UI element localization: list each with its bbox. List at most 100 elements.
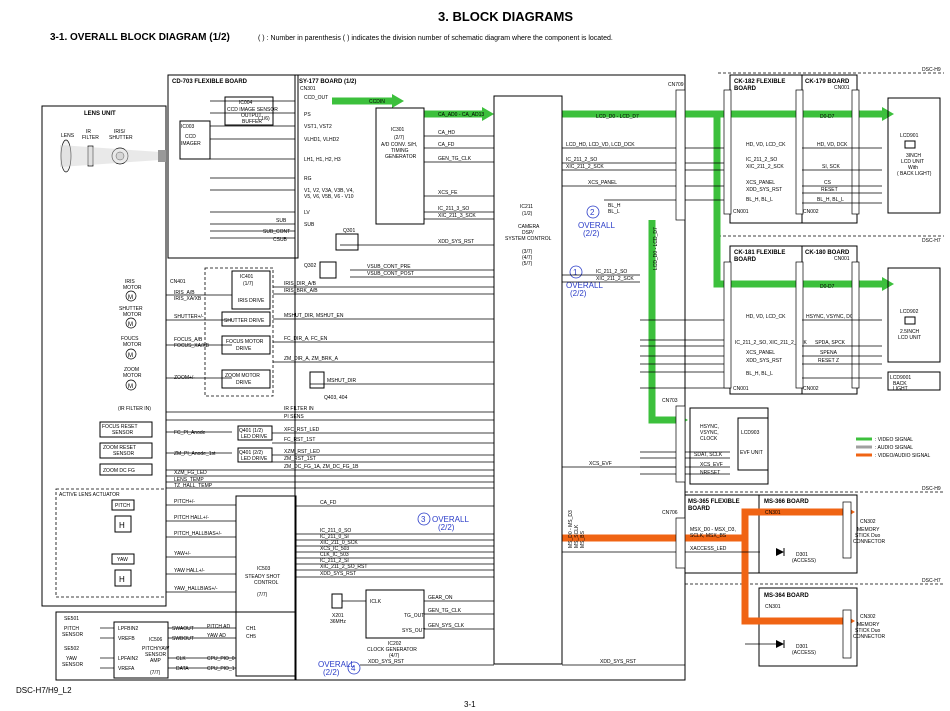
- cd703-wires: [210, 100, 295, 239]
- ic004-desc-2: OUTPUT: [241, 113, 262, 119]
- ic506-pin-4: DATA: [176, 666, 189, 672]
- ic211-desc-1: (1/2): [522, 211, 533, 217]
- lbl-bl-h: BL_H: [608, 203, 621, 209]
- q301-box: [335, 233, 359, 251]
- x201-desc: 36MHz: [330, 619, 346, 625]
- q302-box: [319, 261, 337, 279]
- ic004-desc-3: BUFFER: [242, 119, 262, 125]
- ck180-spena: SPENA: [820, 350, 838, 356]
- gyro-section: [55, 611, 297, 681]
- lbl-zm-dc-fg: ZM_DC_FG_1A, ZM_DC_FG_1B: [284, 464, 359, 470]
- ck181-label-1: CK-181 FLEXIBLE: [734, 250, 785, 256]
- ic506-pin-2: SWBOUT: [172, 636, 194, 642]
- page-number: 3-1: [464, 700, 476, 709]
- iris-shutter-label-2: SHUTTER: [109, 135, 133, 141]
- q302-label: Q302: [304, 263, 316, 269]
- ic211-desc-5: SYSTEM CONTROL: [505, 236, 552, 242]
- cd703-board: [167, 74, 299, 259]
- lcd901-desc-2: LCD UNIT: [901, 159, 924, 165]
- ic506-desc-2: SENSOR: [145, 652, 167, 658]
- lbl-mshut-dir: MSHUT_DIR: [327, 378, 357, 384]
- evf-xcs: XCS_EVF: [700, 462, 723, 468]
- lbl-bl-l: BL_L: [608, 209, 620, 215]
- svg-text:3: 3: [421, 515, 426, 524]
- ms365-msx-1: MSX_D0 - MSX_D3,: [690, 527, 736, 533]
- memory2-label-1: MEMORY: [857, 622, 880, 628]
- lbl-xzm-rst-led: XZM_RST_LED: [284, 449, 320, 455]
- lbl-xdd-sys-rst2: XDD_SYS_RST: [320, 571, 356, 577]
- back-light-label-2: LIGHT: [893, 386, 908, 392]
- lbl-sub-cont: SUB_CONT: [263, 229, 290, 235]
- lbl-gen-tg-clk: GEN_TG_CLK: [438, 156, 472, 162]
- ic301-label: IC301: [391, 127, 405, 133]
- ck179-cn002: CN002: [803, 209, 819, 215]
- lbl-gen-sys-clk: GEN_SYS_CLK: [428, 623, 465, 629]
- ic003-desc-2: IMAGER: [181, 141, 201, 147]
- focus-drive-label-2: DRIVE: [236, 346, 252, 352]
- ck181-connector-in: [723, 261, 732, 389]
- lbl-xic211-2-sck-b: XIC_211_2_SCK: [596, 276, 634, 282]
- ic503-label: IC503: [257, 566, 271, 572]
- lbl-ccd-out: CCD_OUT: [304, 95, 328, 101]
- overall-3-label: OVERALL: [432, 515, 469, 524]
- lcd9001-label: LCD9001: [890, 375, 911, 381]
- lbl-fc-rst: FC_RST_1ST: [284, 437, 315, 443]
- evf-hsync-2: VSYNC,: [700, 430, 719, 436]
- lbl-vv-1: V1, V2, V3A, V3B, V4,: [304, 188, 354, 194]
- iris-shutter-label-1: IRIS/: [114, 129, 126, 135]
- lbl-tg-out: TG_OUT: [404, 613, 424, 619]
- ck180-hsync: HSYNC, VSYNC, DCLK: [806, 314, 860, 320]
- focus-reset-label-1: FOCUS RESET: [102, 424, 138, 430]
- overall-ref-1: 1: [569, 265, 583, 279]
- lbl-ic211-3-so: IC_211_3_SO: [438, 206, 469, 212]
- ck182-connector-in: [723, 89, 732, 215]
- se502-label: SE502: [64, 646, 79, 652]
- pitch-hall-symbol: H: [119, 521, 125, 530]
- ic202-label: IC202: [388, 641, 402, 647]
- overall-4-sub: (2/2): [323, 668, 340, 677]
- lbl-pitch-hallbias: PITCH_HALLBIAS+/-: [174, 531, 222, 537]
- shutter-motor-symbol: M: [128, 322, 133, 328]
- lbl-clk-ic503: CLK_IC_503: [320, 552, 349, 558]
- ic004-box: [224, 96, 274, 126]
- cn706-label: CN706: [662, 510, 678, 516]
- ir-filter-label-2: FILTER: [82, 135, 99, 141]
- lbl-zm-dir: ZM_DIR_A, ZM_BRK_A: [284, 356, 339, 362]
- ic301-box: [375, 107, 425, 225]
- ic301-desc-1: (2/7): [394, 135, 405, 141]
- cn709-connector: [675, 89, 686, 221]
- ic004-label: IC004: [239, 100, 253, 106]
- ck180-d0d7: D0-D7: [820, 284, 835, 290]
- ic506-box: [113, 621, 169, 679]
- lbl-sys-out: SYS_OUT: [402, 628, 425, 634]
- dsc-h9-tag-a: DSC-H9: [922, 67, 941, 73]
- ms365-label-2: BOARD: [688, 506, 711, 512]
- zoom-motor-symbol: M: [128, 384, 133, 390]
- lbl-xcs-evf: XCS_EVF: [589, 461, 612, 467]
- lbl-xfc-rst-led: XFC_RST_LED: [284, 427, 320, 433]
- ck180-reset-z: RESET Z: [818, 358, 839, 364]
- ic211-ms-bus-3: MS_BS: [580, 530, 586, 548]
- ic003-desc-1: CCD: [185, 134, 196, 140]
- q401a-label: Q401 (1/2): [239, 428, 263, 434]
- cd703-board-label: CD-703 FLEXIBLE BOARD: [172, 79, 248, 85]
- zoom-dc-fg-label: ZOOM DC FG: [103, 468, 135, 474]
- ck181-cn001: CN001: [733, 386, 749, 392]
- ic503-box: [235, 495, 297, 677]
- evf-hsync-3: CLOCK: [700, 436, 718, 442]
- ms364-label: MS-364 BOARD: [764, 593, 809, 599]
- lcd902-desc-1: 2.5INCH: [900, 329, 920, 335]
- pitch-sensor-label-1: PITCH: [64, 626, 79, 632]
- ic004-desc-1: CCD IMAGE SENSOR: [227, 107, 278, 113]
- lbl-pitch: PITCH+/-: [174, 499, 195, 505]
- overall-ref-4: 4: [347, 661, 361, 675]
- ck181-so-sck: IC_211_2_SO, XIC_211_2_SCK: [735, 340, 807, 346]
- ic503-pin-3: CPU_PIO_0: [207, 656, 235, 662]
- cn706-connector: [675, 517, 686, 569]
- lbl-xic211-3-sck: XIC_211_3_SCK: [438, 213, 476, 219]
- ic211-ms-bus-1: MS_D0 - MS_D3: [568, 510, 574, 548]
- ck182-xdd-rst: XDD_SYS_RST: [746, 187, 782, 193]
- page-note: ( ) : Number in parenthesis ( ) indicate…: [258, 35, 613, 42]
- ck180-connector-out: [851, 261, 860, 389]
- legend-video-label: : VIDEO SIGNAL: [875, 437, 913, 443]
